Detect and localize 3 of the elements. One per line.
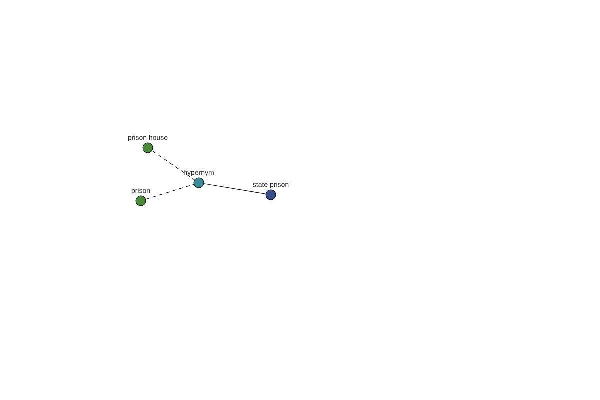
connector-line — [146, 184, 194, 200]
connector-line — [152, 150, 195, 180]
connector-line — [204, 184, 266, 194]
